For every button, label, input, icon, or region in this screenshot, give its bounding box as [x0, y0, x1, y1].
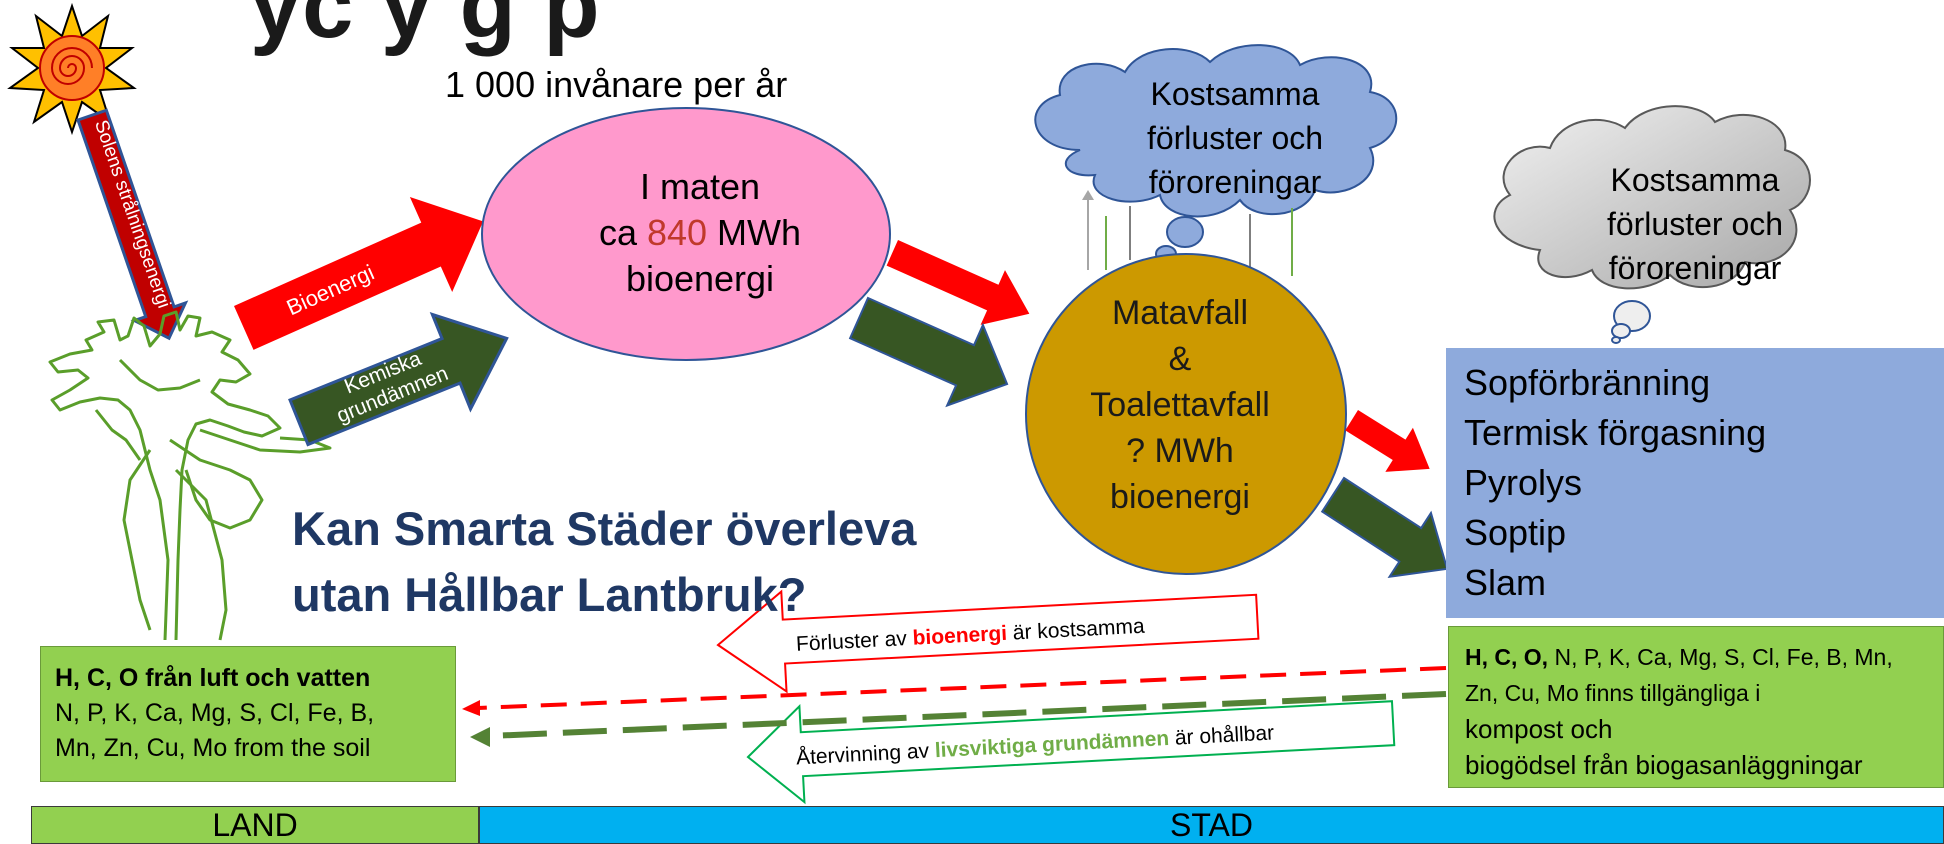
bioenergy-loss-arrow: Förluster av bioenergi är kostsamma [716, 589, 1260, 694]
food-line-3: bioenergi [625, 258, 775, 299]
treatment-item: Slam [1464, 562, 1547, 603]
city-band: STAD [479, 806, 1944, 844]
cloud-right [1493, 105, 1811, 344]
food-ellipse [481, 107, 891, 361]
waste-label: Matavfall & Toalettavfall ? MWh bioenerg… [1090, 294, 1270, 516]
food-line-2: ca 840 MWh [598, 212, 802, 253]
dashed-red-return-line [462, 666, 1447, 716]
recycling-arrow: Återvinning av livsviktiga grundämnen är… [746, 700, 1396, 805]
land-elements-box: H, C, O från luft och vatten N, P, K, Ca… [40, 646, 456, 782]
food-line-1: I maten [639, 166, 761, 207]
cloud-right-label: Kostsamma förluster och föroreningar [1606, 162, 1784, 286]
waste-to-treatment-red-arrow [1345, 410, 1430, 472]
treatment-item: Soptip [1464, 512, 1567, 553]
city-elements-box: H, C, O, N, P, K, Ca, Mg, S, Cl, Fe, B, … [1448, 626, 1944, 788]
treatment-methods-box: Sopförbränning Termisk förgasning Pyroly… [1446, 348, 1944, 618]
plant-icon [48, 310, 332, 641]
treatment-item: Sopförbränning [1464, 362, 1711, 403]
food-label: I maten ca 840 MWh bioenergi [560, 164, 840, 302]
page-title: yc y g p [250, 0, 601, 57]
cloud-top-label: Kostsamma förluster och föroreningar [1146, 76, 1324, 200]
treatment-item: Pyrolys [1464, 462, 1583, 503]
dashed-green-return-line [470, 691, 1447, 747]
food-to-waste-red-arrow [886, 240, 1030, 325]
treatment-item: Termisk förgasning [1464, 412, 1767, 453]
waste-to-treatment-green-arrow [1320, 476, 1449, 579]
leak-lines [1082, 190, 1293, 276]
waste-circle [1025, 253, 1347, 575]
central-question: Kan Smarta Städer överleva utan Hållbar … [292, 502, 917, 621]
food-to-waste-green-arrow [848, 296, 1009, 408]
population-label: 1 000 invånare per år [445, 64, 788, 105]
land-band: LAND [31, 806, 479, 844]
solar-arrow-label: Solens strålningsenergi [90, 117, 174, 311]
chemical-elements-arrow: Kemiska grundämnen [288, 312, 509, 447]
food-energy-value: 840 [646, 212, 708, 253]
sun-icon [7, 2, 137, 136]
